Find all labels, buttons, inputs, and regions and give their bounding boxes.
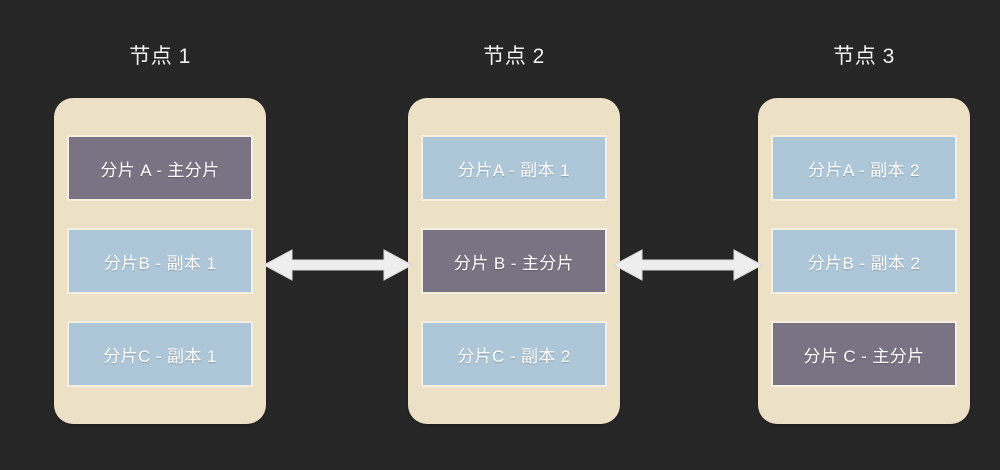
shard-label: 分片 B - 主分片 xyxy=(453,253,575,273)
shard-box-1-3[interactable]: 分片C - 副本 1 xyxy=(67,321,253,387)
shard-box-2-1[interactable]: 分片A - 副本 1 xyxy=(421,135,607,201)
shard-box-2-2[interactable]: 分片 B - 主分片 xyxy=(421,228,607,294)
shard-label: 分片A - 副本 2 xyxy=(808,160,920,180)
double-arrow-icon xyxy=(262,249,414,281)
shard-label: 分片A - 副本 1 xyxy=(458,160,570,180)
shard-box-1-2[interactable]: 分片B - 副本 1 xyxy=(67,228,253,294)
shard-label: 分片C - 副本 1 xyxy=(103,346,217,366)
node-title-1: 节点 1 xyxy=(129,45,191,68)
shard-label: 分片 A - 主分片 xyxy=(100,160,220,180)
double-arrow-icon xyxy=(612,249,764,281)
node-group-1: 节点 1 分片 A - 主分片 分片B - 副本 1 分片C - 副本 1 xyxy=(54,0,266,470)
shard-label: 分片B - 副本 1 xyxy=(103,253,217,273)
shard-box-1-1[interactable]: 分片 A - 主分片 xyxy=(67,135,253,201)
shard-box-3-1[interactable]: 分片A - 副本 2 xyxy=(771,135,957,201)
bidirectional-arrow-icon-node2-node3 xyxy=(612,243,764,287)
shard-box-3-2[interactable]: 分片B - 副本 2 xyxy=(771,228,957,294)
node-card-1[interactable]: 分片 A - 主分片 分片B - 副本 1 分片C - 副本 1 xyxy=(54,98,266,424)
node-card-3[interactable]: 分片A - 副本 2 分片B - 副本 2 分片 C - 主分片 xyxy=(758,98,970,424)
shard-label: 分片B - 副本 2 xyxy=(807,253,921,273)
node-group-3: 节点 3 分片A - 副本 2 分片B - 副本 2 分片 C - 主分片 xyxy=(758,0,970,470)
node-card-2[interactable]: 分片A - 副本 1 分片 B - 主分片 分片C - 副本 2 xyxy=(408,98,620,424)
node-title-2: 节点 2 xyxy=(483,45,545,68)
shard-label: 分片 C - 主分片 xyxy=(803,346,925,366)
node-title-3: 节点 3 xyxy=(833,45,895,68)
node-group-2: 节点 2 分片A - 副本 1 分片 B - 主分片 分片C - 副本 2 xyxy=(408,0,620,470)
shard-label: 分片C - 副本 2 xyxy=(457,346,571,366)
shard-box-3-3[interactable]: 分片 C - 主分片 xyxy=(771,321,957,387)
shard-box-2-3[interactable]: 分片C - 副本 2 xyxy=(421,321,607,387)
bidirectional-arrow-icon-node1-node2 xyxy=(262,243,414,287)
